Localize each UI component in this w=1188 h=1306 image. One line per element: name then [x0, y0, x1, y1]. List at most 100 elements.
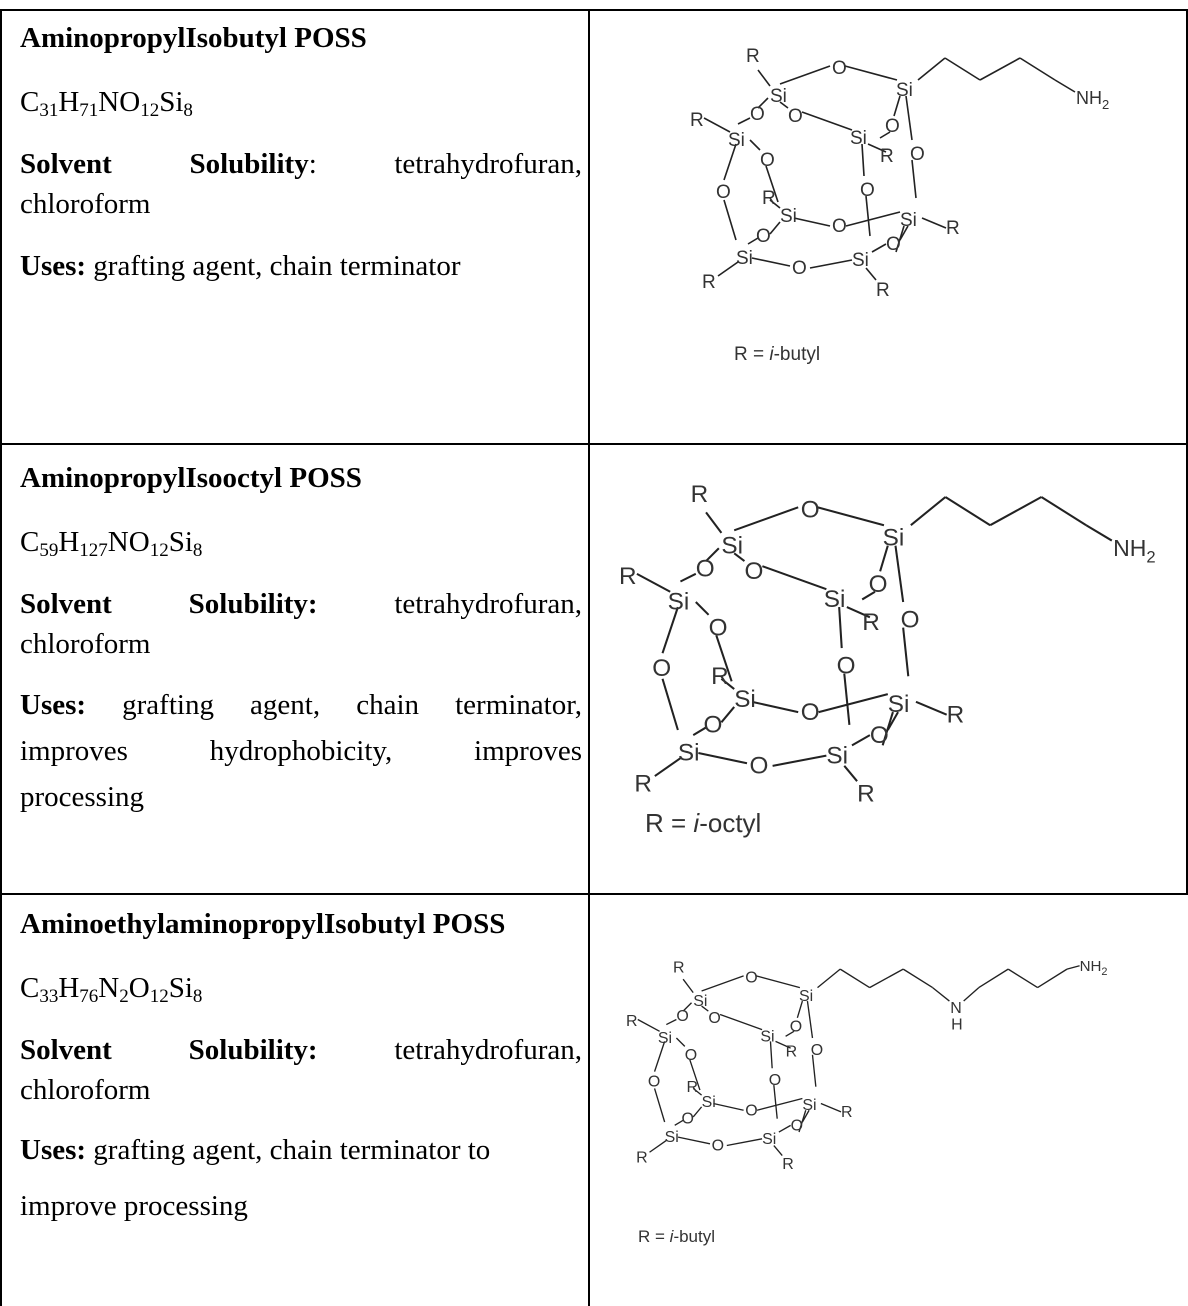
r-legend-value: i — [769, 344, 774, 365]
o-label: O — [870, 722, 889, 749]
si-label: Si — [734, 686, 756, 713]
uses-line: Uses: grafting agent, chain terminator t… — [20, 1122, 582, 1178]
formula-sub: 8 — [192, 540, 203, 561]
si-label: Si — [760, 1028, 774, 1045]
compound-name: AminopropylIsooctyl POSS — [20, 462, 362, 494]
si-label: Si — [799, 988, 813, 1005]
poss-cage: R Si O Si O O O R Si Si R O O O O R Si O… — [619, 481, 1156, 808]
r-legend: R = i-butyl — [638, 1227, 715, 1246]
o-label: O — [756, 226, 771, 247]
formula-part: H — [58, 86, 80, 118]
uses-word: agent, — [250, 689, 321, 721]
r-legend-suffix: -octyl — [699, 808, 761, 838]
o-label: O — [801, 699, 820, 726]
o-label: O — [750, 104, 765, 125]
formula-part: NO — [98, 86, 141, 118]
si-label: Si — [802, 1097, 816, 1114]
o-label: O — [769, 1072, 781, 1089]
o-label: O — [685, 1047, 697, 1064]
si-label: Si — [900, 210, 917, 231]
o-label: O — [792, 258, 807, 279]
r-legend: R = i-octyl — [645, 808, 761, 838]
si-label: Si — [762, 1131, 776, 1148]
solubility-label-word: Solvent — [20, 1034, 112, 1066]
formula-sub: 76 — [79, 986, 99, 1007]
poss-cage: R Si O Si O O O R Si Si R O O O O R Si O… — [626, 958, 1108, 1173]
si-label: Si — [896, 80, 913, 101]
si-label: Si — [721, 532, 743, 559]
row-divider-1 — [0, 443, 1188, 445]
o-label: O — [886, 234, 901, 255]
structure-aminopropylisooctyl: R Si O Si O O O R Si Si R O O O O R Si O… — [619, 481, 1156, 838]
r-legend-prefix: R = — [734, 344, 769, 365]
formula-part: C — [20, 86, 40, 118]
si-label: Si — [780, 206, 797, 227]
r-label: R — [746, 46, 760, 67]
table-border-left — [0, 9, 2, 1306]
solubility-label-word: Solvent — [20, 148, 112, 180]
molecular-formula: C33H76N2O12Si8 — [20, 968, 582, 1008]
uses-line: improves hydrophobicity, improves — [20, 728, 582, 774]
formula-part: Si — [168, 972, 193, 1004]
formula-sub: 2 — [119, 986, 129, 1007]
uses-word: grafting — [122, 689, 214, 721]
table-border-right-2 — [1186, 443, 1188, 895]
o-label: O — [716, 182, 731, 203]
solubility-value: tetrahydrofuran, — [394, 588, 582, 620]
r-legend-suffix: -butyl — [774, 344, 820, 365]
row-2-text: AminopropylIsooctyl POSS C59H127NO12Si8 … — [20, 458, 582, 820]
formula-sub: 127 — [79, 540, 108, 561]
o-label: O — [860, 180, 875, 201]
o-label: O — [901, 607, 920, 634]
o-label: O — [712, 1138, 724, 1155]
formula-sub: 71 — [79, 100, 99, 121]
r-label: R — [841, 1104, 853, 1121]
solubility-line: Solvent Solubility: tetrahydrofuran, — [20, 584, 582, 624]
table-border-top — [0, 9, 1188, 11]
compound-name: AminopropylIsobutyl POSS — [20, 22, 367, 54]
solvent-solubility: Solvent Solubility: tetrahydrofuran, chl… — [20, 144, 582, 224]
si-label: Si — [770, 86, 787, 107]
si-label: Si — [658, 1030, 672, 1047]
nh2-label: NH2 — [1080, 958, 1108, 978]
o-label: O — [652, 655, 671, 682]
solubility-label-group: Solubility: — [189, 144, 316, 184]
r-label: R — [946, 218, 960, 239]
r-label: R — [947, 701, 965, 728]
uses-word: improves — [474, 735, 582, 767]
uses: Uses: grafting agent, chain terminator t… — [20, 1122, 582, 1234]
solvent-solubility: Solvent Solubility: tetrahydrofuran, chl… — [20, 584, 582, 664]
r-label: R — [673, 959, 685, 976]
uses-word: processing — [20, 781, 145, 813]
nh2-label: NH2 — [1076, 88, 1109, 112]
solubility-line: Solvent Solubility: tetrahydrofuran, — [20, 144, 582, 184]
column-divider — [588, 9, 590, 1306]
r-label: R — [762, 188, 776, 209]
row-divider-2 — [0, 893, 1188, 895]
si-label: Si — [826, 742, 848, 769]
r-label: R — [786, 1043, 798, 1060]
solubility-line: Solvent Solubility: tetrahydrofuran, — [20, 1030, 582, 1070]
o-label: O — [910, 144, 925, 165]
formula-sub: 8 — [183, 100, 193, 121]
r-legend-prefix: R = — [638, 1227, 670, 1246]
o-label: O — [648, 1074, 660, 1091]
solubility-sep: : — [308, 148, 317, 180]
nh-n-label: N — [950, 1000, 962, 1017]
r-label: R — [690, 110, 704, 131]
formula-part: H — [58, 972, 80, 1004]
solubility-value: tetrahydrofuran, — [394, 1034, 582, 1066]
o-label: O — [744, 558, 763, 585]
o-label: O — [788, 106, 803, 127]
uses-label: Uses: — [20, 1134, 87, 1166]
uses-value: grafting agent, chain terminator to — [86, 1134, 491, 1166]
row-3-text: AminoethylaminopropylIsobutyl POSS C33H7… — [20, 904, 582, 1234]
formula-sub: 12 — [149, 540, 169, 561]
si-label: Si — [728, 130, 745, 151]
o-label: O — [832, 216, 847, 237]
r-label: R — [876, 280, 890, 301]
r-label: R — [626, 1013, 638, 1030]
nh2-label: NH2 — [1113, 535, 1156, 566]
si-label: Si — [888, 691, 910, 718]
o-label: O — [696, 555, 715, 582]
